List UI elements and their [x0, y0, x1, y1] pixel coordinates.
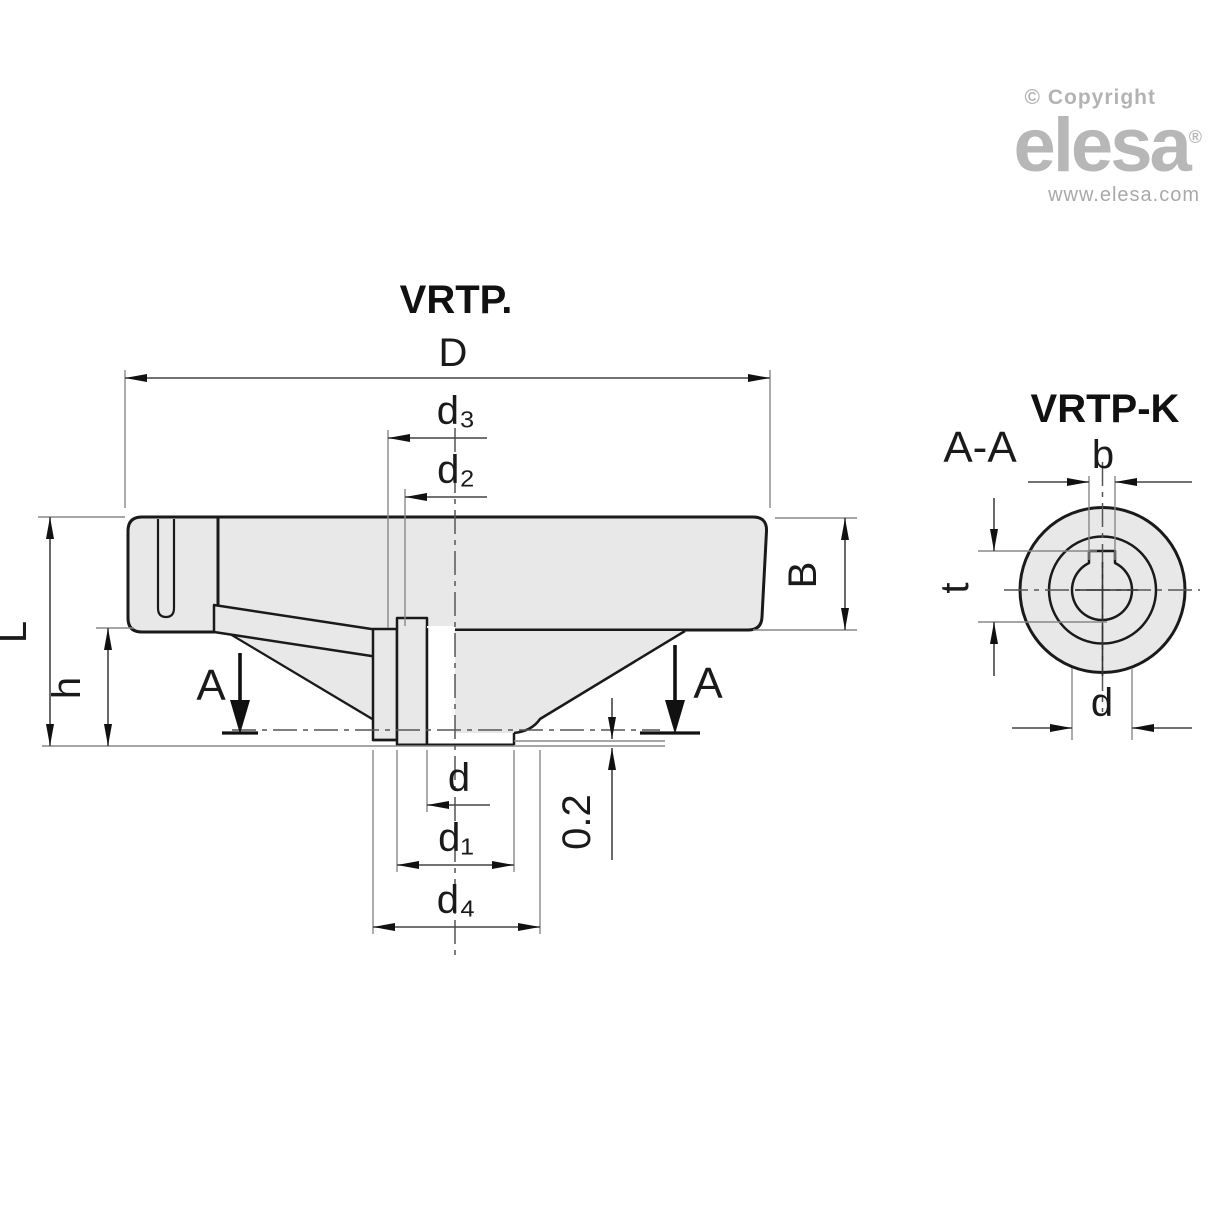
- bore: [427, 626, 455, 745]
- main-view-title: VRTP.: [400, 278, 513, 322]
- dim-label-B: B: [781, 562, 825, 589]
- registered-mark: ®: [1188, 127, 1202, 147]
- web-section: [214, 605, 378, 657]
- copyright-text: © Copyright: [1024, 86, 1156, 109]
- cone-surface-right: [455, 631, 685, 733]
- section-arrow-right: A: [640, 645, 723, 735]
- section-view-title: VRTP-K: [1031, 387, 1180, 431]
- main-view-handwheel-section: D d₃ d₂ L h B d: [0, 278, 857, 958]
- dim-label-L: L: [0, 621, 35, 643]
- hub-plastic-section: [373, 629, 397, 740]
- dim-label-gap-02: 0.2: [555, 794, 599, 850]
- website-url: www.elesa.com: [1048, 184, 1200, 207]
- wheel-face: [218, 517, 767, 630]
- brand-block: © Copyright elesa® www.elesa.com: [1014, 86, 1202, 207]
- elesa-logo: elesa®: [1014, 108, 1202, 184]
- dim-label-h: h: [45, 677, 89, 699]
- elesa-logo-text: elesa: [1013, 103, 1192, 188]
- dim-label-d2: d₂: [437, 448, 475, 492]
- section-view-vrtpk: b t d VRTP-K A-A: [933, 387, 1200, 740]
- dim-label-t: t: [933, 582, 977, 593]
- dim-label-section-d: d: [1091, 681, 1113, 725]
- dim-label-D: D: [439, 331, 468, 375]
- section-letter-A-left: A: [196, 661, 226, 710]
- dim-label-d3: d₃: [437, 389, 476, 433]
- section-arrow-left: A: [196, 653, 258, 735]
- dim-label-d: d: [448, 756, 470, 800]
- boss-brass-section: [397, 618, 427, 745]
- dim-label-b: b: [1092, 433, 1114, 477]
- dim-label-d1: d₁: [438, 816, 474, 860]
- section-label-AA: A-A: [943, 423, 1017, 472]
- dim-label-d4: d₄: [437, 878, 476, 922]
- rim-groove: [156, 519, 176, 619]
- section-letter-A-right: A: [693, 659, 723, 708]
- bore-with-keyway: [1070, 549, 1134, 622]
